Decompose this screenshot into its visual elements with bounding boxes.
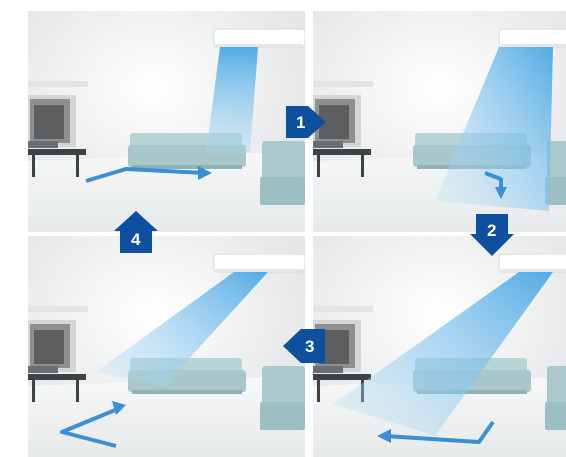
step-badge-4-up: 4 bbox=[114, 211, 158, 253]
step-number: 1 bbox=[296, 113, 305, 132]
step-badge-1-right: 1 bbox=[286, 102, 326, 142]
airflow-panel-top-right bbox=[313, 11, 566, 232]
arrow-right-icon bbox=[286, 106, 326, 138]
step-badge-2-down: 2 bbox=[470, 214, 514, 256]
room-illustration bbox=[28, 236, 305, 457]
room-illustration bbox=[313, 11, 566, 232]
step-number: 4 bbox=[131, 230, 141, 249]
airflow-panel-bottom-right bbox=[313, 236, 566, 457]
room-illustration bbox=[28, 11, 305, 232]
room-illustration bbox=[313, 236, 566, 457]
step-number: 2 bbox=[487, 221, 496, 240]
step-badge-3-left: 3 bbox=[283, 327, 325, 365]
step-number: 3 bbox=[305, 337, 314, 356]
arrow-left-icon bbox=[283, 329, 325, 363]
airflow-panel-top-left bbox=[28, 11, 305, 232]
airflow-panel-bottom-left bbox=[28, 236, 305, 457]
